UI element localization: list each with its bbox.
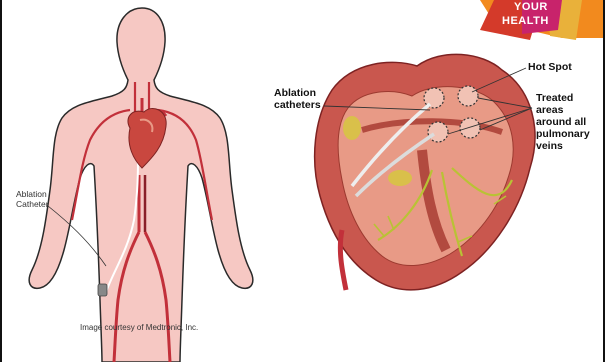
fat-patch-upper [343, 116, 361, 140]
catheter-callout-line-2: Catheter [16, 199, 49, 209]
vein-ring-3 [428, 122, 448, 142]
heart-figure: Ablation catheters Hot Spot Treated area… [274, 54, 590, 290]
image-credit-caption: Image courtesy of Medtronic, Inc. [80, 323, 198, 332]
treated-label-line-2: areas [536, 104, 564, 116]
body-figure: Ablation Catheter Image courtesy of Medt… [16, 8, 253, 362]
catheter-callout-line-1: Ablation [16, 189, 47, 199]
catheter-handle [98, 284, 107, 296]
badge-line-1: YOUR [514, 1, 548, 13]
treated-label-line-4: pulmonary [536, 128, 590, 140]
vein-ring-2 [458, 86, 478, 106]
treated-label-line-5: veins [536, 140, 563, 152]
fat-patch-lower [388, 170, 412, 186]
catheters-label-line-1: Ablation [274, 87, 316, 99]
treated-label-line-1: Treated [536, 92, 573, 104]
catheters-label-line-2: catheters [274, 99, 321, 111]
your-health-badge: YOUR HEALTH [480, 0, 603, 40]
vein-ring-4 [460, 118, 480, 138]
body-silhouette [29, 8, 253, 362]
hot-spot-label: Hot Spot [528, 61, 572, 73]
badge-line-2: HEALTH [502, 15, 549, 27]
treated-label-line-3: around all [536, 116, 586, 128]
